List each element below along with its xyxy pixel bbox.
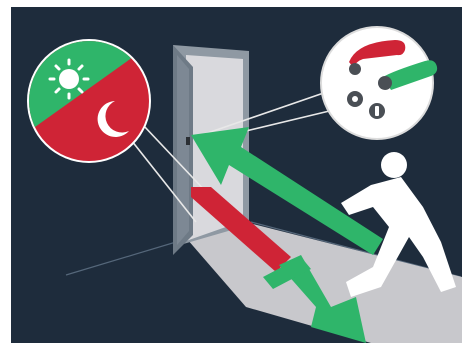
- handle-detail-indicator: [321, 27, 437, 139]
- door-handle: [186, 137, 190, 145]
- exit-door-illustration: [11, 7, 462, 343]
- door-leaf-panel: [177, 55, 189, 245]
- sun-moon-indicator: [21, 37, 161, 177]
- scene-svg: [11, 7, 462, 343]
